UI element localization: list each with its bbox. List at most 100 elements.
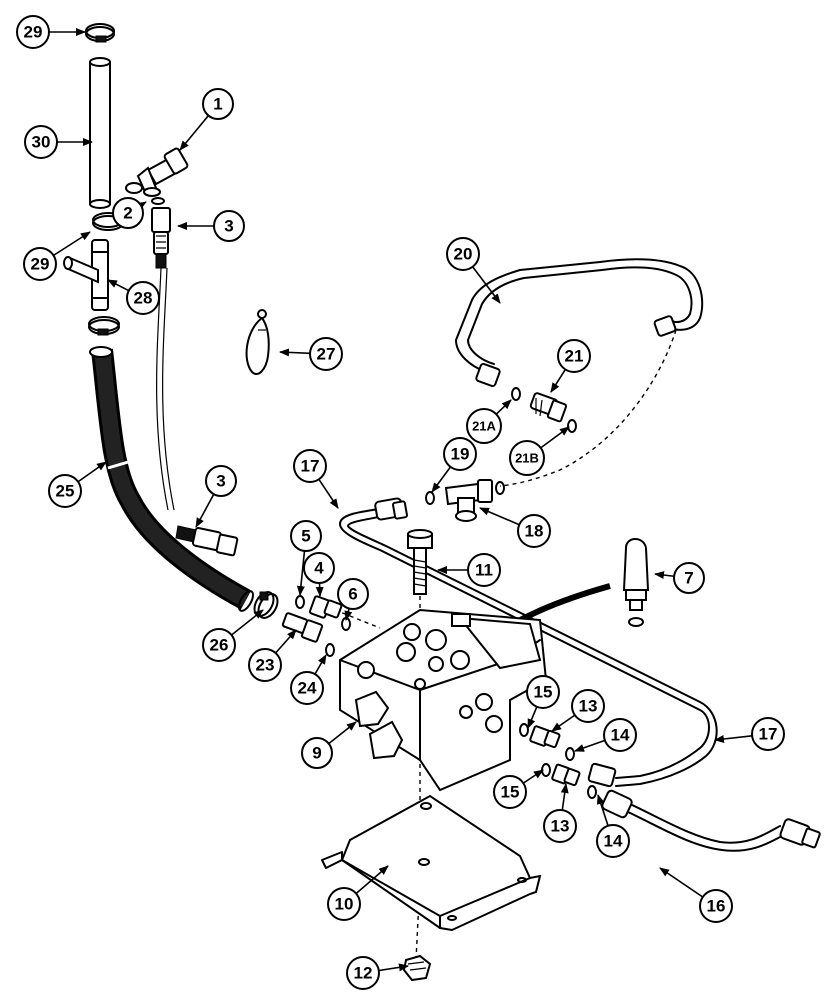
- callout-29: 29: [23, 231, 91, 281]
- callout-circle: [543, 809, 577, 843]
- callout-layer: 1233456791011121313141415151617171819202…: [16, 15, 785, 990]
- callout-circle: [571, 689, 605, 723]
- leader-arrow: [378, 963, 409, 972]
- callout-circle: [293, 449, 327, 483]
- tube-30: [89, 57, 111, 209]
- callout-label: 11: [475, 561, 493, 580]
- callout-13: 13: [551, 689, 605, 732]
- callout-circle: [467, 553, 501, 587]
- nut-12: [402, 954, 432, 982]
- callout-27: 27: [279, 337, 343, 371]
- callout-circle: [24, 125, 58, 159]
- leader-arrow: [659, 867, 704, 898]
- callout-14: 14: [574, 718, 637, 752]
- callout-circle: [443, 437, 477, 471]
- callout-circle: [23, 247, 57, 281]
- leader-arrow: [231, 609, 264, 636]
- callout-circle: [751, 717, 785, 751]
- elbow-fitting-1: [125, 147, 189, 205]
- callout-14: 14: [596, 794, 630, 858]
- callout-circle: [446, 237, 480, 271]
- callout-circle: [290, 671, 324, 705]
- callout-28: 28: [107, 279, 160, 315]
- leader-arrow: [275, 629, 297, 654]
- hose-clamp-lower: [88, 316, 120, 336]
- callout-label: 5: [301, 527, 310, 546]
- tee-fitting-28: [63, 239, 109, 311]
- cable-strap-27: [245, 309, 270, 375]
- leader-arrow: [195, 493, 215, 528]
- hidden-line-20: [499, 329, 677, 487]
- fitting-4: [295, 595, 351, 631]
- callout-15: 15: [493, 769, 544, 809]
- callout-circle: [301, 737, 333, 769]
- callout-label: 14: [604, 832, 623, 851]
- callout-10: 10: [327, 865, 389, 921]
- callout-9: 9: [301, 721, 357, 769]
- callout-circle: [290, 520, 322, 552]
- callout-circle: [517, 514, 551, 548]
- leader-arrow: [279, 348, 311, 357]
- callout-label: 23: [256, 656, 275, 675]
- tube-17: [339, 497, 718, 788]
- callout-label: 14: [611, 726, 630, 745]
- callout-circle: [309, 337, 343, 371]
- leader-arrow: [296, 550, 306, 596]
- callout-circle: [699, 889, 733, 923]
- callout-label: 18: [525, 522, 544, 541]
- callout-circle: [202, 88, 234, 120]
- leader-arrow: [314, 654, 327, 675]
- callout-circle: [303, 552, 335, 584]
- leader-arrow: [574, 739, 606, 752]
- hose-fitting-3-upper: [151, 207, 171, 269]
- callout-1: 1: [179, 88, 234, 151]
- callout-label: 21A: [472, 419, 496, 434]
- callout-circle: [337, 578, 369, 610]
- fitting-21: [511, 387, 577, 433]
- callout-21b: 21B: [509, 426, 570, 476]
- callout-label: 26: [210, 636, 229, 655]
- callout-label: 29: [31, 255, 50, 274]
- callout-circle: [509, 440, 545, 476]
- callout-11: 11: [437, 553, 501, 587]
- leader-arrow: [596, 794, 609, 827]
- callout-26: 26: [202, 609, 264, 662]
- callout-circle: [596, 824, 630, 858]
- thick-hose-25: [89, 346, 254, 612]
- callout-3: 3: [177, 210, 245, 242]
- callout-circle: [48, 474, 82, 508]
- callout-label: 6: [348, 585, 357, 604]
- callout-17: 17: [714, 717, 785, 751]
- callout-label: 19: [451, 445, 470, 464]
- leader-arrow: [318, 478, 339, 509]
- fitting-13-lower: [541, 763, 597, 799]
- callout-18: 18: [479, 507, 551, 548]
- callout-label: 3: [224, 217, 233, 236]
- callout-label: 13: [551, 817, 570, 836]
- leader-arrow: [522, 769, 544, 784]
- callout-label: 24: [298, 679, 317, 698]
- callout-label: 29: [24, 23, 43, 42]
- callout-21: 21: [550, 339, 591, 393]
- callout-label: 30: [32, 133, 51, 152]
- leader-arrow: [714, 735, 753, 743]
- leader-arrow: [328, 721, 357, 745]
- leader-arrow: [472, 266, 501, 304]
- leader-arrow: [107, 279, 130, 292]
- fitting-23: [281, 612, 335, 657]
- leader-arrow: [53, 231, 91, 257]
- hose-fitting-3-lower: [175, 525, 239, 557]
- callout-label: 7: [684, 569, 693, 588]
- callout-3: 3: [195, 465, 237, 528]
- callout-label: 17: [759, 725, 778, 744]
- callout-label: 12: [354, 964, 373, 983]
- callout-circle: [112, 197, 144, 229]
- callout-12: 12: [346, 956, 409, 990]
- callout-25: 25: [48, 461, 107, 508]
- callout-label: 4: [314, 559, 324, 578]
- leader-arrow: [550, 369, 567, 393]
- leader-arrow: [77, 461, 107, 483]
- leader-arrow: [355, 865, 389, 895]
- callout-label: 2: [123, 204, 132, 223]
- callout-29: 29: [16, 15, 86, 49]
